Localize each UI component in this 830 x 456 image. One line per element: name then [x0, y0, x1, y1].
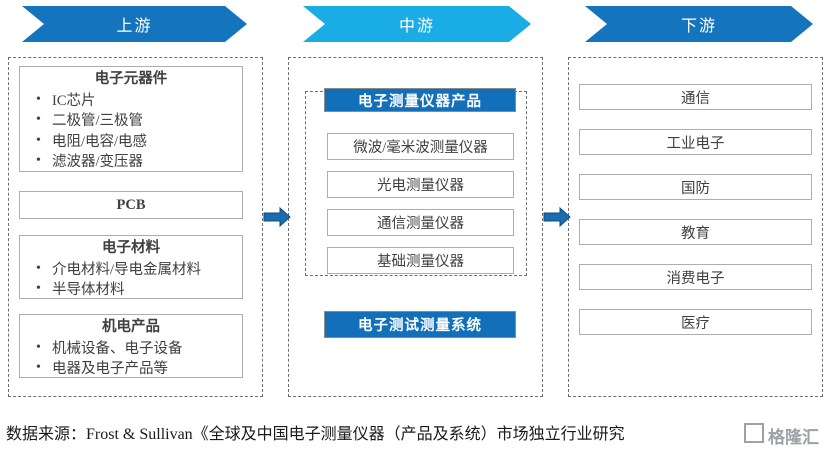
banner-downstream-label: 下游 [680, 18, 717, 35]
downstream-application-defense: 国防 [579, 174, 812, 200]
midstream-test-measurement-system: 电子测试测量系统 [324, 311, 516, 338]
application-label: 教育 [681, 225, 710, 242]
upstream-group-electronic-materials: 电子材料 介电材料/导电金属材料 半导体材料 [19, 235, 243, 299]
group-title: 机电产品 [102, 319, 160, 335]
list-item: 机械设备、电子设备 [36, 338, 242, 360]
stage-banner-row: 上游 中游 下游 [0, 6, 830, 48]
application-label: 通信 [681, 90, 710, 107]
banner-upstream-label: 上游 [116, 18, 153, 35]
right-arrow-icon [263, 206, 291, 228]
upstream-group-pcb: PCB [19, 191, 243, 219]
group-title: 电子材料 [102, 240, 160, 256]
group-title: PCB [116, 196, 146, 213]
list-item: 电阻/电容/电感 [36, 131, 242, 153]
product-label: 基础测量仪器 [377, 254, 464, 270]
application-label: 消费电子 [666, 270, 725, 287]
upstream-group-electronic-components: 电子元器件 IC芯片 二极管/三极管 电阻/电容/电感 滤波器/变压器 [19, 66, 243, 172]
midstream-product-header: 电子测量仪器产品 [324, 88, 516, 112]
list-item: 介电材料/导电金属材料 [36, 259, 242, 281]
midstream-product-microwave: 微波/毫米波测量仪器 [327, 133, 514, 160]
watermark: 格隆汇 [744, 421, 822, 447]
group-item-list: IC芯片 二极管/三极管 电阻/电容/电感 滤波器/变压器 [20, 90, 242, 173]
data-source-note: 数据来源：Frost & Sullivan《全球及中国电子测量仪器（产品及系统）… [6, 426, 625, 443]
right-arrow-icon [543, 206, 571, 228]
group-item-list: 介电材料/导电金属材料 半导体材料 [20, 259, 242, 301]
upstream-group-electromechanical-products: 机电产品 机械设备、电子设备 电器及电子产品等 [19, 314, 243, 378]
list-item: 二极管/三极管 [36, 110, 242, 132]
group-item-list: 机械设备、电子设备 电器及电子产品等 [20, 338, 242, 380]
downstream-application-communication: 通信 [579, 84, 812, 110]
watermark-text: 格隆汇 [768, 428, 819, 447]
banner-upstream: 上游 [22, 6, 247, 42]
banner-midstream-label: 中游 [398, 18, 435, 35]
midstream-product-optoelectronic: 光电测量仪器 [327, 171, 514, 198]
application-label: 工业电子 [666, 135, 725, 152]
watermark-logo-icon [744, 423, 764, 443]
group-title: 电子元器件 [94, 71, 168, 87]
product-label: 微波/毫米波测量仪器 [353, 140, 488, 156]
downstream-column: 通信 工业电子 国防 教育 消费电子 医疗 [568, 57, 823, 397]
list-item: 半导体材料 [36, 279, 242, 301]
list-item: 电器及电子产品等 [36, 358, 242, 380]
list-item: 滤波器/变压器 [36, 151, 242, 173]
product-label: 光电测量仪器 [377, 178, 464, 194]
downstream-application-industrial-electronics: 工业电子 [579, 129, 812, 155]
application-label: 医疗 [681, 315, 710, 332]
upstream-column: 电子元器件 IC芯片 二极管/三极管 电阻/电容/电感 滤波器/变压器 PCB … [8, 57, 263, 397]
list-item: IC芯片 [36, 90, 242, 112]
midstream-product-basic: 基础测量仪器 [327, 247, 514, 274]
midstream-column: 电子测量仪器产品 微波/毫米波测量仪器 光电测量仪器 通信测量仪器 基础测量仪器… [288, 57, 543, 397]
midstream-product-header-label: 电子测量仪器产品 [358, 93, 482, 110]
downstream-application-medical: 医疗 [579, 309, 812, 335]
banner-downstream: 下游 [585, 6, 813, 42]
system-label: 电子测试测量系统 [358, 318, 482, 334]
product-label: 通信测量仪器 [377, 216, 464, 232]
downstream-application-education: 教育 [579, 219, 812, 245]
banner-midstream: 中游 [303, 6, 531, 42]
downstream-application-consumer-electronics: 消费电子 [579, 264, 812, 290]
midstream-product-communication: 通信测量仪器 [327, 209, 514, 236]
application-label: 国防 [681, 180, 710, 197]
